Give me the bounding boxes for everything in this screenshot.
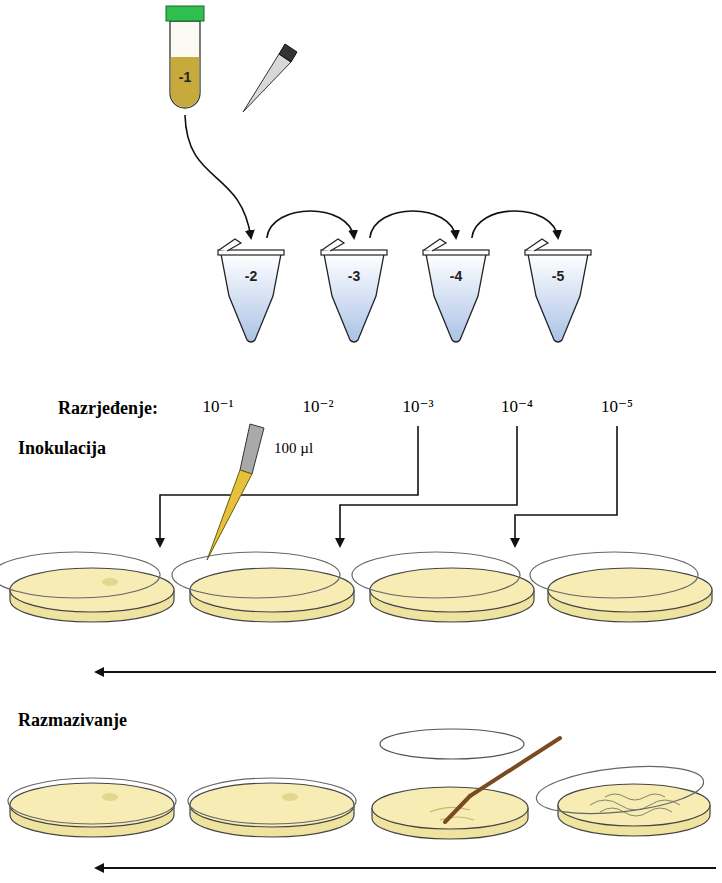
spreader [445, 738, 560, 822]
tube-label: -1 [165, 69, 205, 85]
direction-arrow [96, 671, 716, 673]
transfer-arrow [370, 211, 456, 238]
microtube: -2 [215, 238, 287, 346]
step-label: Razrjeđenje: [58, 398, 158, 419]
tube-label: -2 [215, 268, 287, 284]
volume-label: 100 µl [274, 440, 313, 457]
transfer-arrow [267, 211, 354, 238]
step-label: Inokulacija [18, 438, 106, 459]
transfer-arrow [185, 115, 251, 238]
tube-label: -3 [318, 268, 390, 284]
step-label: Razmazivanje [18, 710, 127, 731]
direction-arrow [96, 867, 716, 869]
dilution-label: 10⁻³ [402, 396, 433, 417]
microtube: -5 [522, 238, 594, 346]
dilution-label: 10⁻¹ [202, 396, 233, 417]
leader-arrows [160, 426, 617, 546]
microtube: -3 [318, 238, 390, 346]
microtube [420, 238, 492, 346]
microtube [215, 238, 287, 346]
dilution-label: 10⁻⁴ [501, 396, 533, 417]
microtube [522, 238, 594, 346]
microtube: -4 [420, 238, 492, 346]
microtube [318, 238, 390, 346]
tube-label: -5 [522, 268, 594, 284]
dilution-label: 10⁻⁵ [601, 396, 633, 417]
transfer-arrow [472, 211, 558, 238]
pipette [207, 424, 264, 560]
dilution-label: 10⁻² [302, 396, 333, 417]
pipette-tip [243, 44, 297, 112]
test-tube [165, 5, 205, 113]
petri-dishes-row1 [0, 552, 712, 622]
test-tube: -1 [165, 5, 205, 113]
petri-dishes-row2 [8, 729, 710, 839]
tube-label: -4 [420, 268, 492, 284]
